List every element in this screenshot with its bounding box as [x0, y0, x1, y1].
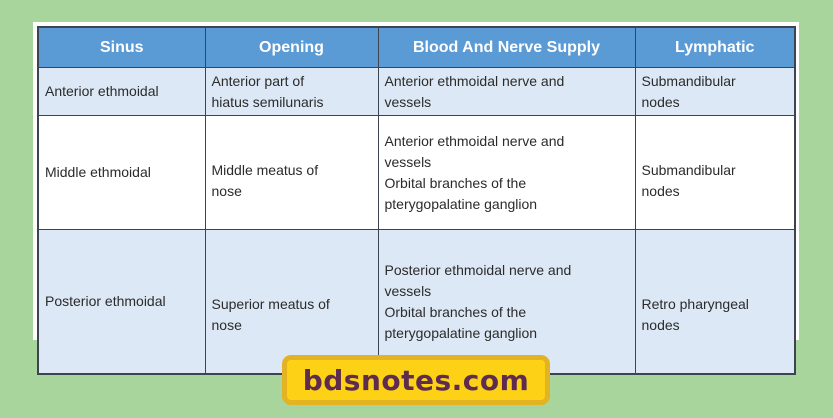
cell-opening: Middle meatus of nose — [204, 115, 379, 230]
cell-text: Posterior ethmoidal nerve and — [384, 261, 572, 278]
cell-text: vessels — [384, 282, 432, 299]
cell-text: Retro pharyngeal — [641, 295, 749, 312]
cell-text: Anterior ethmoidal nerve and — [384, 72, 565, 89]
cell-text: Middle meatus of — [211, 161, 319, 178]
site-badge: bdsnotes.com — [282, 355, 550, 405]
cell-text: nose — [211, 182, 242, 199]
cell-supply: Posterior ethmoidal nerve and vessels Or… — [377, 229, 636, 375]
cell-text: nodes — [641, 316, 680, 333]
table-header-row: Sinus Opening Blood And Nerve Supply Lym… — [37, 26, 796, 68]
cell-supply: Anterior ethmoidal nerve and vessels Orb… — [377, 115, 636, 230]
header-sinus: Sinus — [37, 26, 206, 68]
cell-text: Anterior part of — [211, 72, 305, 89]
cell-text: pterygopalatine ganglion — [384, 195, 538, 212]
cell-sinus: Middle ethmoidal — [37, 115, 206, 230]
header-blood-nerve-supply: Blood And Nerve Supply — [377, 26, 636, 68]
table-row: Anterior ethmoidal Anterior part of hiat… — [37, 67, 796, 116]
table-row: Posterior ethmoidal Superior meatus of n… — [37, 229, 796, 375]
header-opening: Opening — [204, 26, 379, 68]
cell-text: Orbital branches of the — [384, 174, 527, 191]
cell-lymphatic: Submandibular nodes — [634, 115, 796, 230]
cell-supply: Anterior ethmoidal nerve and vessels — [377, 67, 636, 116]
cell-text: nodes — [641, 93, 680, 110]
cell-text: nodes — [641, 182, 680, 199]
cell-lymphatic: Submandibular nodes — [634, 67, 796, 116]
cell-opening: Superior meatus of nose — [204, 229, 379, 375]
cell-text: vessels — [384, 93, 432, 110]
cell-text: Submandibular — [641, 72, 736, 89]
cell-text: nose — [211, 316, 242, 333]
cell-sinus: Anterior ethmoidal — [37, 67, 206, 116]
site-badge-text: bdsnotes.com — [302, 363, 530, 397]
cell-text: hiatus semilunaris — [211, 93, 324, 110]
cell-text: vessels — [384, 153, 432, 170]
cell-text: Superior meatus of — [211, 295, 330, 312]
cell-sinus: Posterior ethmoidal — [37, 229, 206, 375]
table-row: Middle ethmoidal Middle meatus of nose A… — [37, 115, 796, 230]
header-lymphatic: Lymphatic — [634, 26, 796, 68]
cell-lymphatic: Retro pharyngeal nodes — [634, 229, 796, 375]
cell-text: pterygopalatine ganglion — [384, 324, 538, 341]
cell-text: Submandibular — [641, 161, 736, 178]
ethmoidal-sinus-table: Sinus Opening Blood And Nerve Supply Lym… — [37, 26, 796, 375]
cell-text: Orbital branches of the — [384, 303, 527, 320]
table-frame: Sinus Opening Blood And Nerve Supply Lym… — [33, 22, 799, 375]
cell-opening: Anterior part of hiatus semilunaris — [204, 67, 379, 116]
cell-text: Anterior ethmoidal nerve and — [384, 132, 565, 149]
